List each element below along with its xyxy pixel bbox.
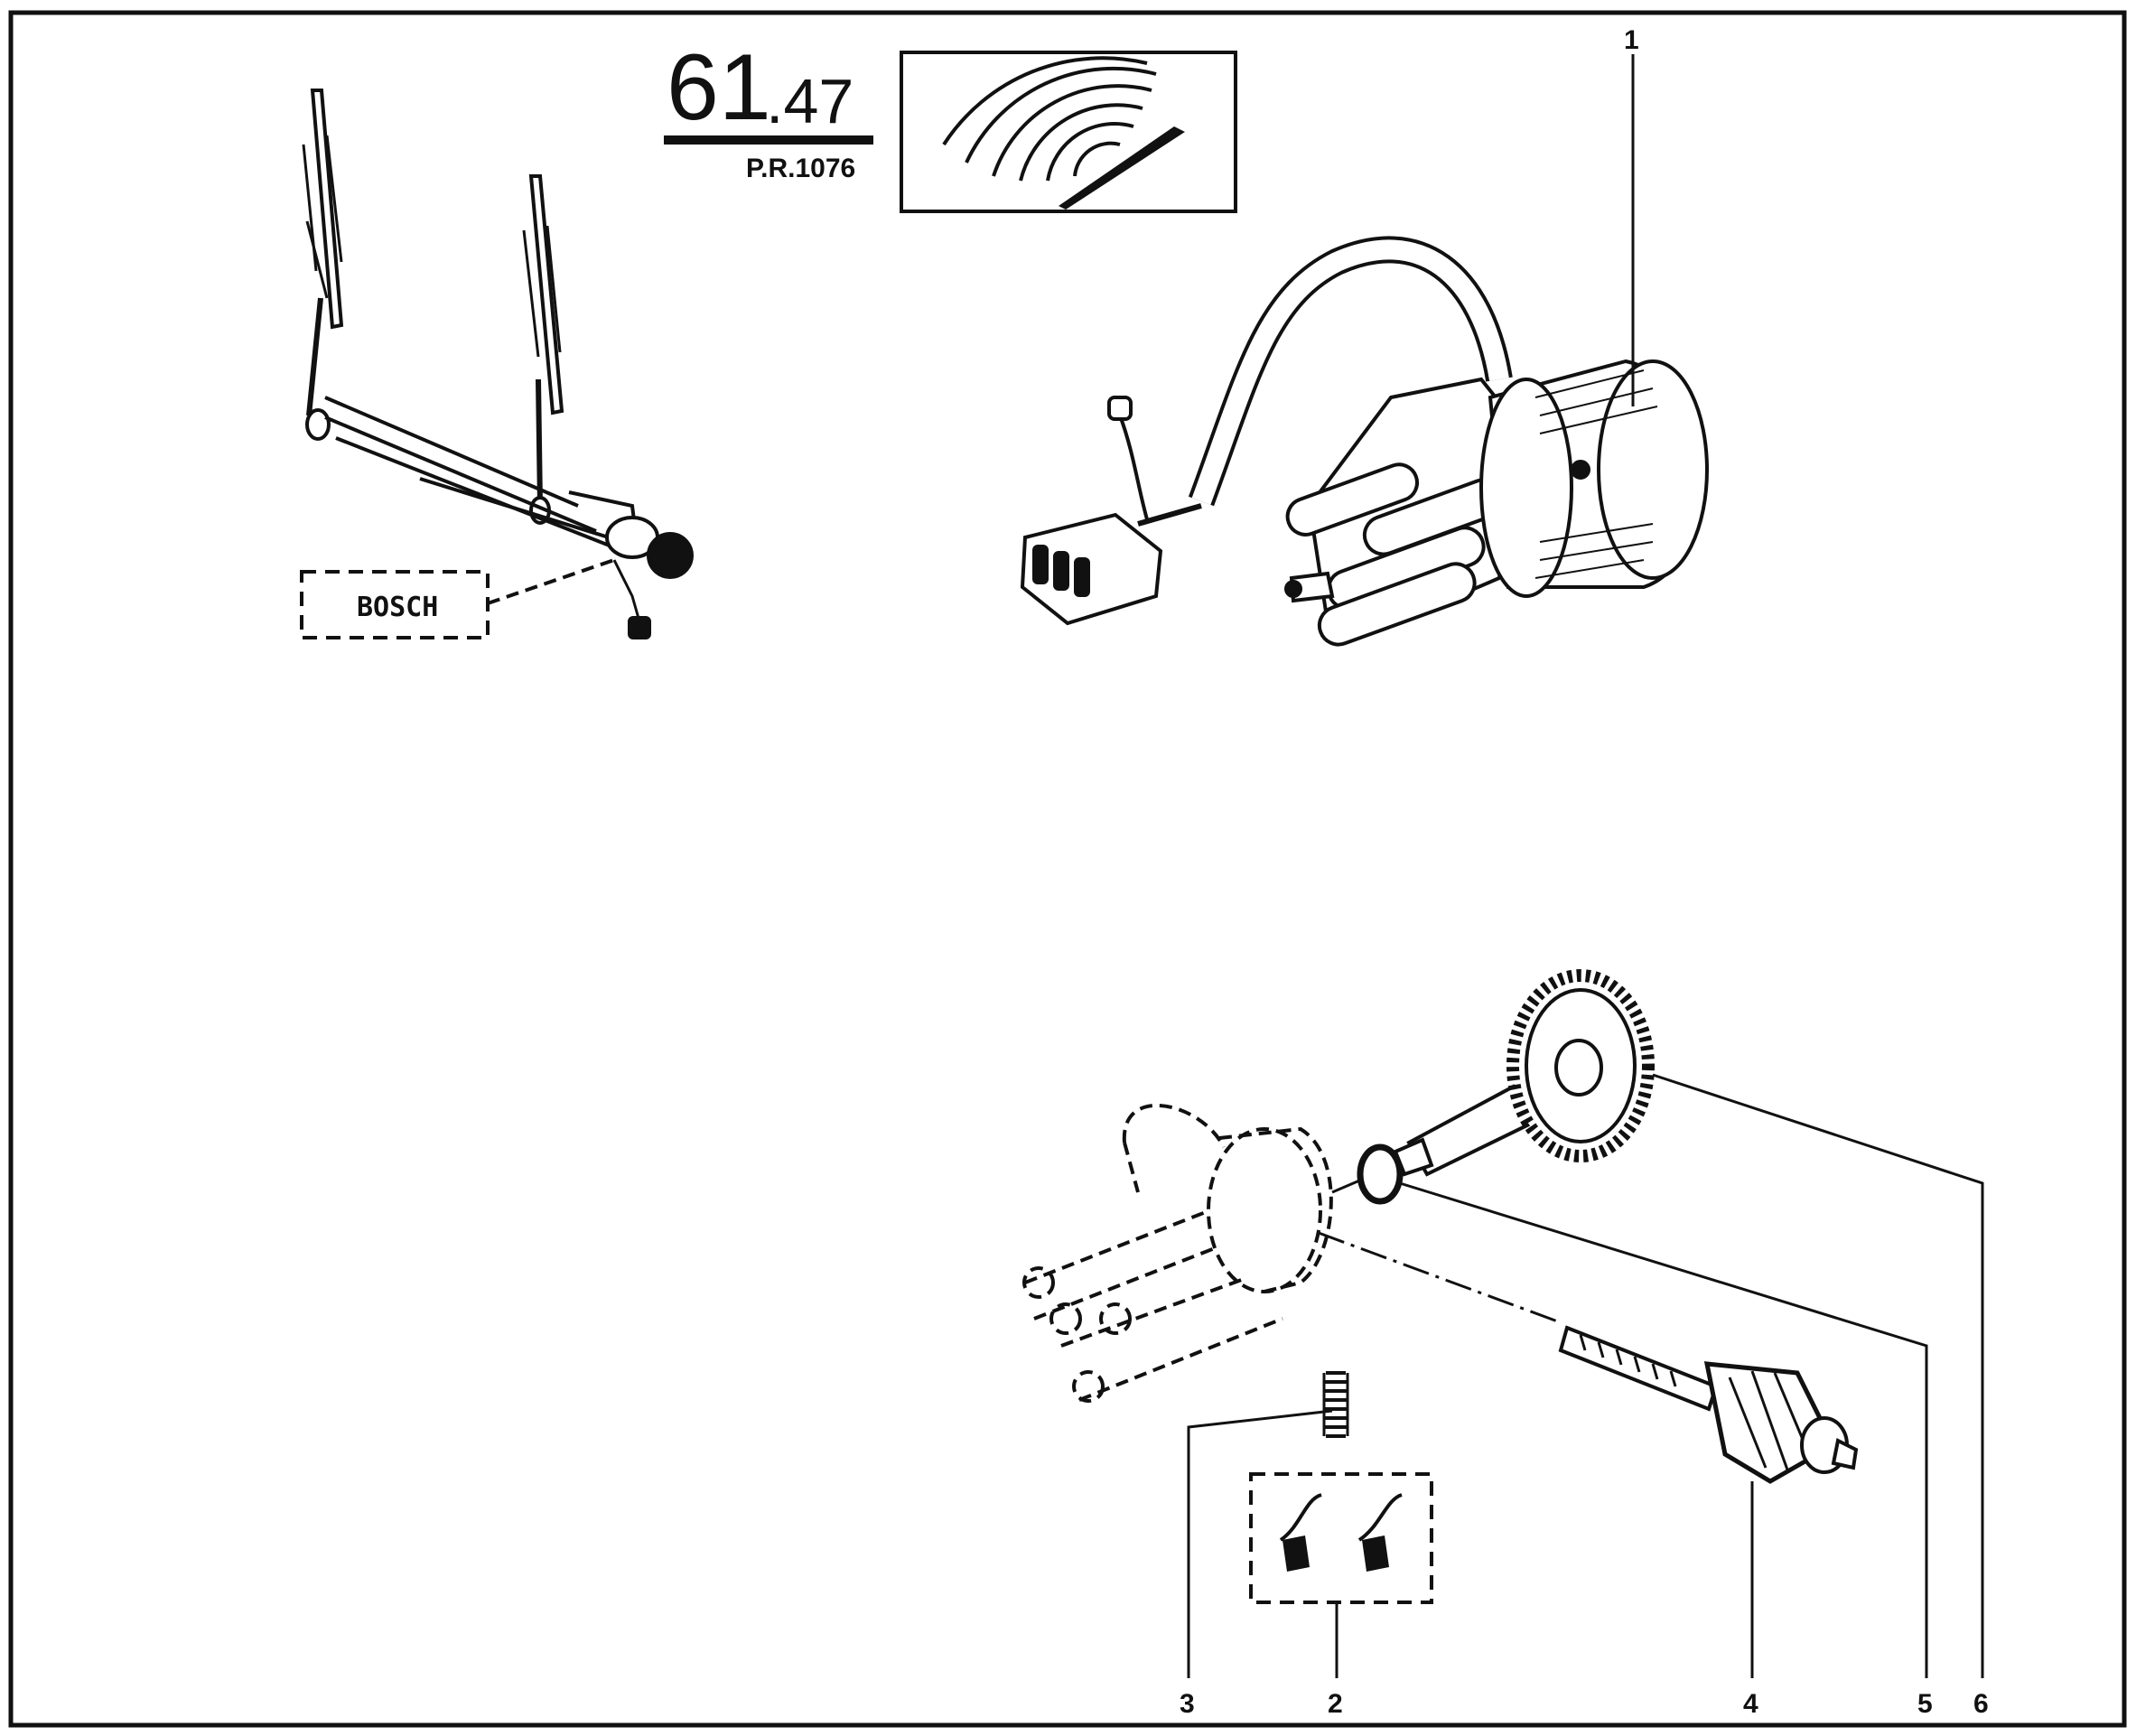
bosch-label-box: BOSCH	[300, 558, 615, 639]
carbon-brushes	[1249, 1472, 1433, 1604]
callout-1: 1	[1624, 25, 1639, 55]
callout-2: 2	[1328, 1689, 1343, 1719]
callout-4: 4	[1743, 1689, 1758, 1719]
page-frame	[8, 10, 2127, 1728]
bosch-label: BOSCH	[357, 592, 438, 623]
wiper-arc-icon	[942, 56, 1157, 182]
gear-wheel	[1393, 969, 1655, 1177]
bosch-leader-line	[487, 558, 615, 605]
wiper-motor-assembly	[1020, 236, 1709, 647]
callout-3: 3	[1180, 1689, 1195, 1719]
brush-spring	[1322, 1371, 1349, 1438]
wiper-icon-box	[900, 51, 1237, 213]
section-number-major: 61	[667, 35, 771, 140]
assembly-centerline	[1318, 1231, 1563, 1325]
armature	[1558, 1325, 1859, 1484]
callout-6: 6	[1973, 1689, 1989, 1719]
wiper-linkage-assembly	[302, 89, 694, 639]
part-reference: P.R.1076	[746, 154, 855, 183]
section-underline	[664, 135, 873, 145]
callout-leaders	[1187, 1073, 1984, 1678]
section-header: 61 .47 P.R.1076	[664, 35, 873, 183]
washer	[1357, 1143, 1404, 1205]
wiper-blade-icon	[1059, 126, 1185, 210]
section-number-minor: .47	[766, 66, 853, 136]
callout-5: 5	[1917, 1689, 1933, 1719]
dashed-housing	[1022, 1103, 1333, 1403]
